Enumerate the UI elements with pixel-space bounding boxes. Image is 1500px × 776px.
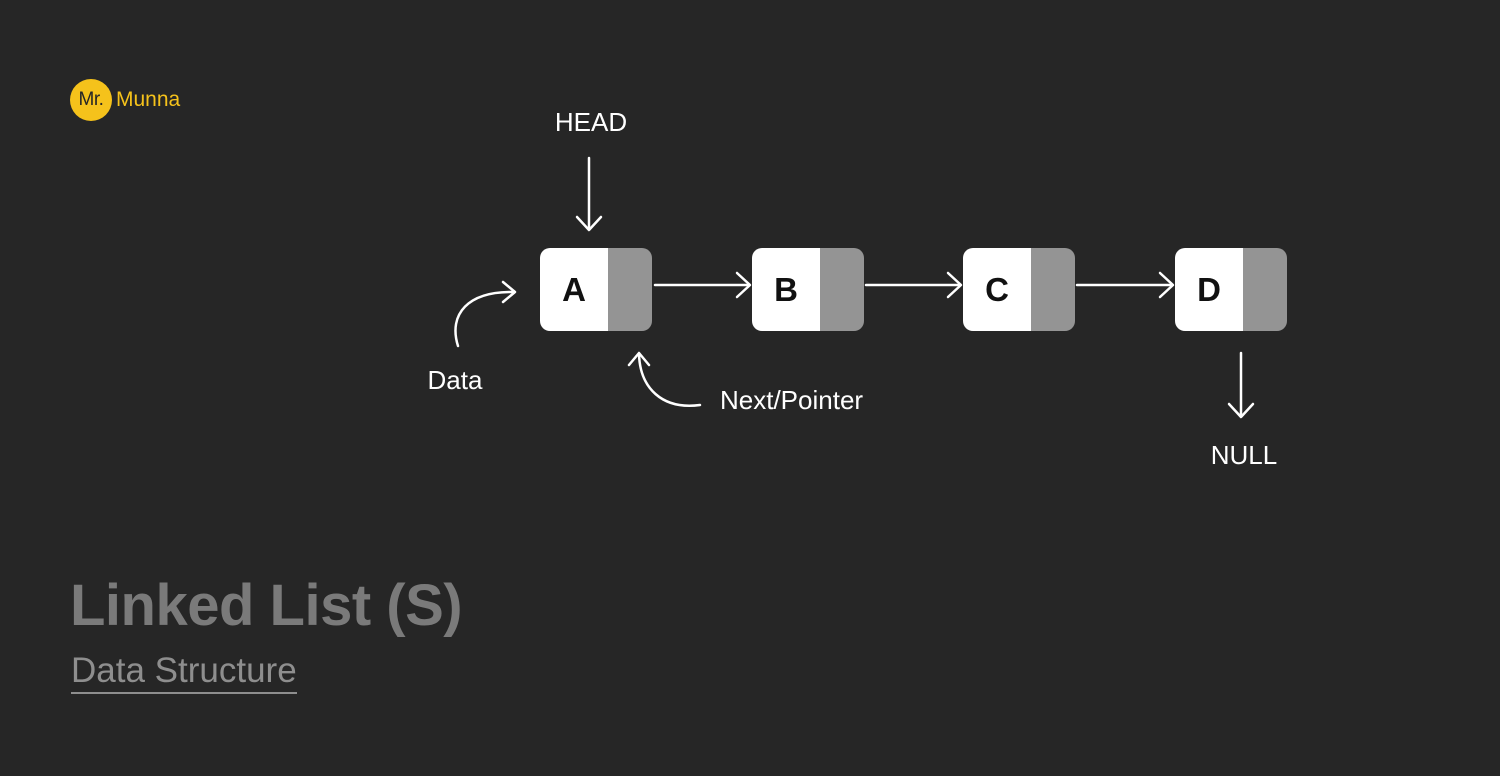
page-subtitle: Data Structure bbox=[71, 651, 297, 694]
pointer-label: Next/Pointer bbox=[720, 385, 863, 415]
logo-text: Munna bbox=[116, 88, 181, 111]
node-c bbox=[963, 248, 1075, 331]
pointer-arrow bbox=[627, 351, 702, 407]
node-a-pointer bbox=[608, 248, 652, 331]
link-arrow-b-c bbox=[864, 271, 963, 299]
null-label: NULL bbox=[1211, 440, 1277, 470]
null-arrow bbox=[1227, 351, 1255, 419]
data-label: Data bbox=[428, 365, 483, 395]
node-b bbox=[752, 248, 864, 331]
logo: Mr. Munna bbox=[70, 79, 180, 121]
logo-badge: Mr. bbox=[70, 79, 112, 121]
data-arrow bbox=[454, 280, 517, 348]
node-d-label: D bbox=[1197, 271, 1221, 308]
head-label: HEAD bbox=[555, 107, 627, 137]
node-c-label: C bbox=[985, 271, 1009, 308]
node-c-pointer bbox=[1031, 248, 1075, 331]
node-a bbox=[540, 248, 652, 331]
link-arrow-c-d bbox=[1075, 271, 1175, 299]
node-b-label: B bbox=[774, 271, 798, 308]
node-d-pointer bbox=[1243, 248, 1287, 331]
node-a-label: A bbox=[562, 271, 586, 308]
page-title: Linked List (S) bbox=[70, 573, 463, 638]
link-arrow-a-b bbox=[653, 271, 752, 299]
node-b-pointer bbox=[820, 248, 864, 331]
node-d bbox=[1175, 248, 1287, 331]
head-arrow bbox=[575, 156, 603, 232]
